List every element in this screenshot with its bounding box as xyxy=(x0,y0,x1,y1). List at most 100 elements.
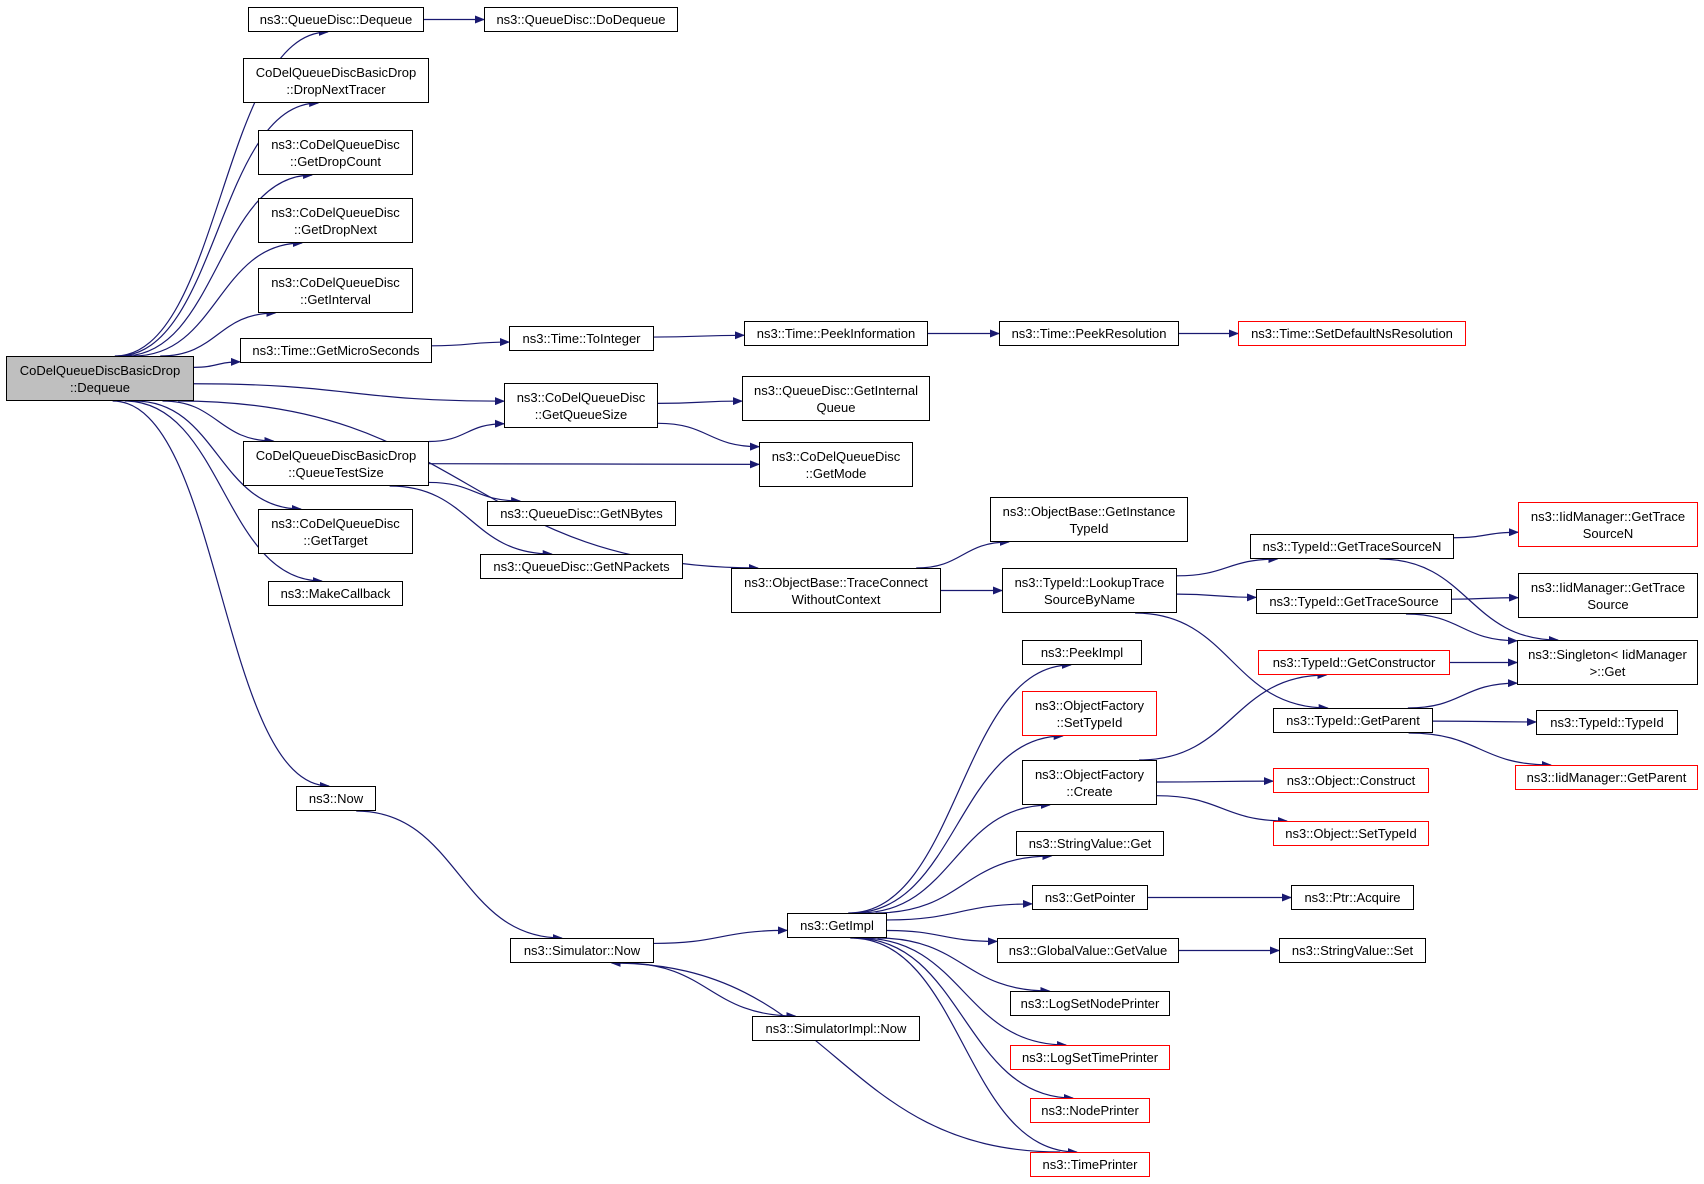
edge-root-to-now xyxy=(112,400,330,790)
node-label: ns3::QueueDisc::DoDequeue xyxy=(496,12,666,27)
node-stringvalue-get[interactable]: ns3::StringValue::Get xyxy=(1016,831,1164,856)
node-simulatorimpl-now[interactable]: ns3::SimulatorImpl::Now xyxy=(752,1016,920,1041)
edge-queuetestsize-to-getqueuesize xyxy=(428,419,505,443)
node-getinterval[interactable]: ns3::CoDelQueueDisc::GetInterval xyxy=(258,268,413,313)
node-label: ::GetQueueSize xyxy=(534,406,628,422)
node-label: ns3::CoDelQueueDisc xyxy=(771,448,901,464)
edge-getqueuesize-to-getinternalqueue xyxy=(657,397,743,406)
node-label: ns3::TypeId::GetConstructor xyxy=(1272,655,1436,670)
node-getdropnext[interactable]: ns3::CoDelQueueDisc::GetDropNext xyxy=(258,198,413,243)
node-gettracesource[interactable]: ns3::TypeId::GetTraceSource xyxy=(1256,589,1452,614)
node-label: ns3::Now xyxy=(308,791,364,806)
edge-lookuptrace-to-getparent xyxy=(1135,612,1329,712)
node-getdropcount[interactable]: ns3::CoDelQueueDisc::GetDropCount xyxy=(258,130,413,175)
node-label: ns3::CoDelQueueDisc xyxy=(271,515,400,531)
node-peekinformation[interactable]: ns3::Time::PeekInformation xyxy=(744,321,928,346)
edge-root-to-getmicroseconds xyxy=(193,357,241,368)
node-setdefaultnsresolution[interactable]: ns3::Time::SetDefaultNsResolution xyxy=(1238,321,1466,346)
node-stringvalue-set[interactable]: ns3::StringValue::Set xyxy=(1279,938,1426,963)
edge-getimpl-to-logsetnodeprinter xyxy=(877,937,1051,995)
node-getimpl[interactable]: ns3::GetImpl xyxy=(787,913,887,938)
node-timeprinter[interactable]: ns3::TimePrinter xyxy=(1030,1152,1150,1177)
node-label: ns3::TypeId::GetParent xyxy=(1286,713,1420,728)
node-qd-dodequeue[interactable]: ns3::QueueDisc::DoDequeue xyxy=(484,7,678,32)
node-label: Queue xyxy=(816,399,856,415)
node-label: ns3::IidManager::GetTrace xyxy=(1530,579,1686,595)
edge-traceconnect-to-getinstancetypeid xyxy=(916,538,1010,569)
node-tointeger[interactable]: ns3::Time::ToInteger xyxy=(509,326,654,351)
node-typeid-typeid[interactable]: ns3::TypeId::TypeId xyxy=(1536,710,1678,735)
node-gettarget[interactable]: ns3::CoDelQueueDisc::GetTarget xyxy=(258,509,413,554)
node-label: ns3::Time::PeekResolution xyxy=(1011,326,1167,341)
node-qd-dequeue[interactable]: ns3::QueueDisc::Dequeue xyxy=(248,7,424,32)
node-label: SourceN xyxy=(1582,525,1634,541)
node-label: SourceByName xyxy=(1043,591,1136,607)
node-of-create[interactable]: ns3::ObjectFactory::Create xyxy=(1022,760,1157,805)
node-nodeprinter[interactable]: ns3::NodePrinter xyxy=(1030,1098,1150,1123)
node-getpointer[interactable]: ns3::GetPointer xyxy=(1032,885,1148,910)
edge-getimpl-to-timeprinter xyxy=(850,937,1078,1156)
node-root[interactable]: CoDelQueueDiscBasicDrop::Dequeue xyxy=(6,356,194,401)
node-getmode[interactable]: ns3::CoDelQueueDisc::GetMode xyxy=(759,442,913,487)
node-getnpackets[interactable]: ns3::QueueDisc::GetNPackets xyxy=(480,554,683,579)
edge-lookuptrace-to-gettracesourcen xyxy=(1176,555,1279,577)
node-peekresolution[interactable]: ns3::Time::PeekResolution xyxy=(999,321,1179,346)
node-label: CoDelQueueDiscBasicDrop xyxy=(255,447,417,463)
node-label: ns3::TypeId::GetTraceSourceN xyxy=(1262,539,1442,554)
node-label: ::GetTarget xyxy=(303,532,368,548)
node-getnbytes[interactable]: ns3::QueueDisc::GetNBytes xyxy=(487,501,676,526)
node-label: CoDelQueueDiscBasicDrop xyxy=(19,362,181,378)
node-gettracesourcen[interactable]: ns3::TypeId::GetTraceSourceN xyxy=(1250,534,1454,559)
node-singleton-get[interactable]: ns3::Singleton< IidManager >::Get xyxy=(1517,640,1698,685)
node-obj-construct[interactable]: ns3::Object::Construct xyxy=(1273,768,1429,793)
edge-root-to-getdropcount xyxy=(123,171,314,357)
edge-simulator-now-to-simulatorimpl-now xyxy=(622,962,797,1020)
node-getqueuesize[interactable]: ns3::CoDelQueueDisc::GetQueueSize xyxy=(504,383,658,428)
node-label: ns3::Object::Construct xyxy=(1286,773,1416,788)
edge-queuetestsize-to-getnpackets xyxy=(389,485,553,558)
edge-root-to-getqueuesize xyxy=(193,383,505,406)
edge-gettracesource-to-singleton-get xyxy=(1405,613,1518,645)
node-label: ns3::Time::GetMicroSeconds xyxy=(252,343,420,358)
node-logsetnodeprinter[interactable]: ns3::LogSetNodePrinter xyxy=(1010,991,1170,1016)
edge-getqueuesize-to-getmode xyxy=(657,422,760,451)
node-label: ns3::LogSetNodePrinter xyxy=(1020,996,1160,1011)
node-ptr-acquire[interactable]: ns3::Ptr::Acquire xyxy=(1291,885,1414,910)
node-simulator-now[interactable]: ns3::Simulator::Now xyxy=(510,938,654,963)
edge-getimpl-to-globalvalue-getvalue xyxy=(886,929,998,946)
edge-getimpl-to-stringvalue-get xyxy=(875,852,1053,914)
node-label: ::Create xyxy=(1066,783,1113,799)
node-label: ns3::Ptr::Acquire xyxy=(1304,890,1401,905)
edge-of-create-to-obj-construct xyxy=(1156,777,1274,786)
node-peekimpl[interactable]: ns3::PeekImpl xyxy=(1022,640,1142,665)
node-label: ::Dequeue xyxy=(70,379,130,395)
node-logsettimeprinter[interactable]: ns3::LogSetTimePrinter xyxy=(1010,1045,1170,1070)
node-now[interactable]: ns3::Now xyxy=(296,786,376,811)
node-label: ns3::Time::ToInteger xyxy=(522,331,641,346)
node-getconstructor[interactable]: ns3::TypeId::GetConstructor xyxy=(1258,650,1450,675)
node-iid-getparent[interactable]: ns3::IidManager::GetParent xyxy=(1515,765,1698,790)
node-getmicroseconds[interactable]: ns3::Time::GetMicroSeconds xyxy=(240,338,432,363)
edge-root-to-gettarget xyxy=(134,400,302,513)
node-getparent[interactable]: ns3::TypeId::GetParent xyxy=(1273,708,1433,733)
node-label: ns3::TimePrinter xyxy=(1042,1157,1138,1172)
node-label: ns3::ObjectBase::TraceConnect xyxy=(744,574,928,590)
node-label: ns3::Simulator::Now xyxy=(523,943,641,958)
edge-root-to-getinterval xyxy=(160,309,277,357)
edge-queuetestsize-to-getmode xyxy=(428,460,760,469)
node-label: ns3::Singleton< IidManager xyxy=(1528,646,1687,662)
node-obj-settypeid[interactable]: ns3::Object::SetTypeId xyxy=(1273,821,1429,846)
node-queuetestsize[interactable]: CoDelQueueDiscBasicDrop::QueueTestSize xyxy=(243,441,429,486)
node-label: ns3::QueueDisc::GetNPackets xyxy=(493,559,670,574)
node-makecallback[interactable]: ns3::MakeCallback xyxy=(268,581,403,606)
node-of-settypeid[interactable]: ns3::ObjectFactory::SetTypeId xyxy=(1022,691,1157,736)
edge-of-create-to-obj-settypeid xyxy=(1156,795,1288,825)
node-globalvalue-getvalue[interactable]: ns3::GlobalValue::GetValue xyxy=(997,938,1179,963)
node-dropnexttracer[interactable]: CoDelQueueDiscBasicDrop::DropNextTracer xyxy=(243,58,429,103)
